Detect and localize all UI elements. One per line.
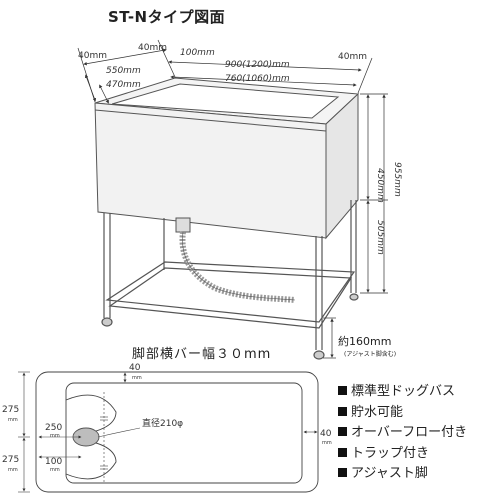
dim-height-total: 955mm (392, 162, 402, 197)
stand-frame (101, 200, 359, 360)
foot-back-right (349, 293, 359, 301)
leg-note: 約160mm (アジャスト脚含む) (338, 333, 396, 358)
tub-side-face (325, 92, 359, 240)
tub-drawing (94, 77, 360, 240)
dim-height-tub: 450mm (375, 168, 385, 203)
page-title: ST-Nタイプ図面 (108, 8, 226, 26)
plan-dim-100: 100 (45, 457, 62, 467)
plan-dim-top-40-unit: mm (132, 375, 142, 381)
plan-dim-right-40: 40 (320, 429, 332, 439)
dim-left-40: 40mm (78, 51, 107, 61)
plan-dim-275-bottom: 275 (2, 455, 19, 465)
plan-dim-275-top: 275 (2, 405, 19, 415)
drain-diameter-label: 直径210φ (142, 417, 183, 429)
dim-height-legs: 505mm (375, 220, 385, 255)
top-dimension-lines (77, 39, 373, 104)
dim-depth-inner: 470mm (106, 80, 141, 90)
feature-item: トラップ付き (338, 444, 467, 465)
square-bullet-icon (338, 447, 347, 457)
feature-item: オーバーフロー付き (338, 423, 467, 444)
foot-front-right (313, 350, 325, 360)
feature-item: 標準型ドッグバス (338, 382, 467, 403)
plan-slope-top (65, 394, 117, 435)
dim-width-inner: 760(1060)mm (225, 74, 290, 84)
feature-item: 貯水可能 (338, 403, 467, 424)
tub-front-face (94, 102, 327, 239)
leg-note-sub: (アジャスト脚含む) (344, 351, 397, 358)
crossbar-frame (105, 261, 356, 323)
plan-inner (65, 382, 303, 484)
crossbar-width-label: 脚部横バー幅３０mm (132, 347, 272, 362)
plan-slope-bottom (65, 439, 117, 480)
leg-note-main: 約160mm (338, 335, 392, 348)
dim-right-40: 40mm (338, 52, 367, 62)
plan-view (18, 371, 319, 493)
square-bullet-icon (338, 427, 347, 436)
plan-dim-275-top-unit: mm (8, 417, 18, 423)
plan-dim-250: 250 (45, 423, 62, 433)
plan-dim-right-40-unit: mm (322, 440, 332, 446)
feature-list: 標準型ドッグバス 貯水可能 オーバーフロー付き トラップ付き アジャスト脚 (338, 382, 467, 485)
square-bullet-icon (338, 406, 347, 416)
plan-outer (35, 371, 319, 493)
dim-depth-outer: 550mm (106, 66, 141, 76)
plan-dim-250-unit: mm (50, 433, 60, 439)
dim-inner-100: 100mm (180, 48, 215, 58)
plan-dim-100-unit: mm (50, 467, 60, 473)
plan-dim-top-40: 40 (129, 363, 141, 373)
drain-hose (175, 217, 296, 303)
square-bullet-icon (338, 468, 347, 477)
foot-front-left (101, 317, 113, 327)
square-bullet-icon (338, 386, 347, 395)
dim-inner-40: 40mm (138, 43, 167, 53)
feature-item: アジャスト脚 (338, 464, 467, 485)
plan-dim-275-bottom-unit: mm (8, 467, 18, 473)
tub-opening (111, 83, 340, 119)
side-dimension-lines (360, 93, 388, 294)
dim-width-outer: 900(1200)mm (225, 60, 290, 70)
leg-height-bracket (323, 317, 336, 359)
